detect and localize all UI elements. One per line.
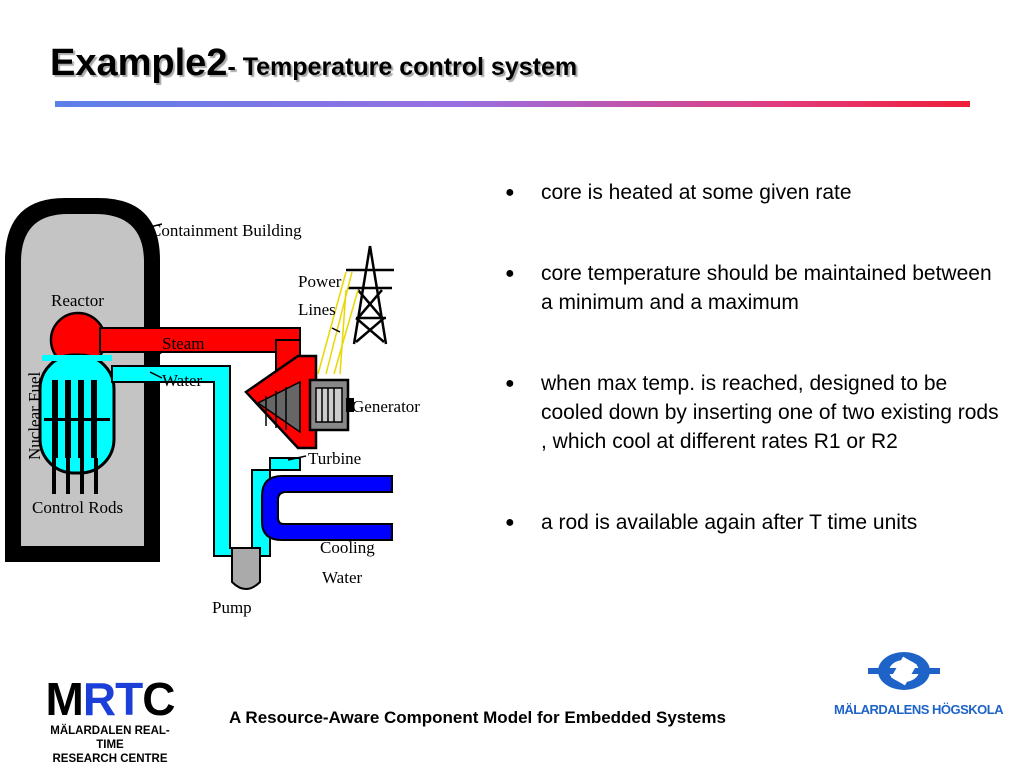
control-rods (52, 458, 98, 494)
pump (231, 547, 261, 590)
label-reactor: Reactor (51, 291, 104, 310)
title-underline (55, 101, 970, 107)
mrtc-letter-t: T (115, 673, 143, 725)
mrtc-letter-m: M (45, 673, 84, 725)
label-generator: Generator (352, 397, 420, 416)
mrtc-letter-c: C (142, 673, 175, 725)
mrtc-letter-r: R (82, 673, 116, 725)
label-turbine: Turbine (308, 449, 361, 468)
label-power: Power (298, 272, 342, 291)
mrtc-caption-line1: MÄLARDALEN REAL-TIME (50, 725, 170, 751)
bullet-list: core is heated at some given rate core t… (505, 178, 1000, 589)
label-steam: Steam (162, 334, 205, 353)
footer-text: A Resource-Aware Component Model for Emb… (229, 708, 726, 727)
label-lines: Lines (298, 300, 336, 319)
power-lines (317, 271, 359, 375)
university-logo: MÄLARDALENS HÖGSKOLA (832, 645, 1004, 725)
nuclear-plant-diagram: Containment Building Reactor Nuclear Fue… (5, 198, 420, 617)
bullet-item: core is heated at some given rate (505, 178, 1000, 207)
mrtc-caption-line2: RESEARCH CENTRE (52, 753, 168, 765)
mrtc-logo: MRTC MÄLARDALEN REAL-TIME RESEARCH CENTR… (38, 674, 182, 766)
university-name: MÄLARDALENS HÖGSKOLA (834, 702, 1004, 717)
power-tower (346, 245, 394, 345)
bullet-item: when max temp. is reached, designed to b… (505, 369, 1000, 456)
fuel-rods (44, 380, 110, 458)
label-water: Water (162, 371, 202, 390)
university-emblem-icon (868, 652, 940, 690)
reactor-vessel (38, 353, 116, 475)
slide-title: Example2- Temperature control system (50, 42, 577, 85)
slide-title-main: Example2 (50, 42, 228, 84)
label-containment: Containment Building (150, 221, 302, 240)
label-nuclear-fuel: Nuclear Fuel (25, 371, 44, 460)
bullet-item: core temperature should be maintained be… (505, 259, 1000, 317)
label-control-rods: Control Rods (32, 498, 123, 517)
label-pump: Pump (212, 598, 252, 617)
mrtc-wordmark: MRTC (38, 674, 182, 724)
cooling-loop (261, 475, 393, 541)
slide-title-sub: - Temperature control system (227, 53, 578, 81)
label-cooling-water: Water (322, 568, 362, 587)
bullet-item: a rod is available again after T time un… (505, 508, 1000, 537)
label-cooling: Cooling (320, 538, 375, 557)
